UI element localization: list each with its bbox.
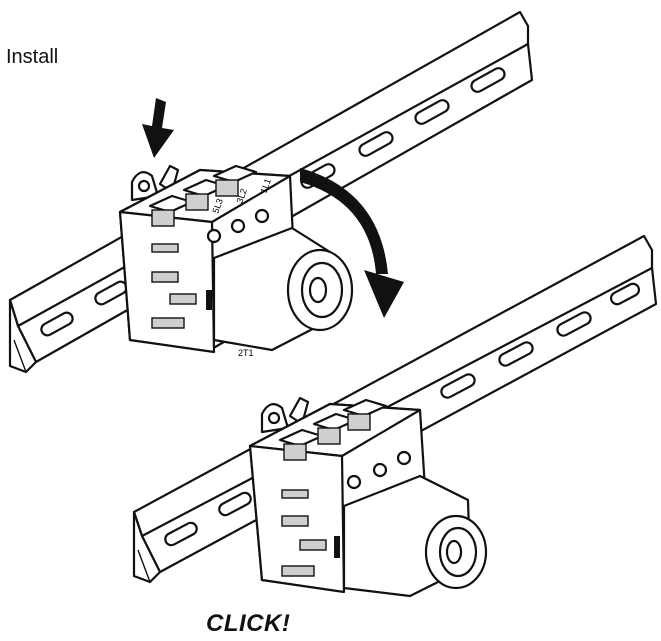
front-panel-bottom (281, 450, 412, 577)
click-label: CLICK! (206, 610, 291, 637)
front-panel-top: 5L3 3L2 1L1 2T1 (151, 177, 273, 358)
install-label: Install (6, 46, 59, 68)
switch-bottom (248, 396, 488, 598)
rotate-arrow-icon (300, 168, 404, 318)
switch-top: 5L3 3L2 1L1 2T1 (118, 164, 354, 358)
down-arrow-icon (142, 98, 174, 158)
terminals-bottom (278, 398, 388, 461)
svg-text:1L1: 1L1 (258, 177, 273, 195)
svg-text:3L2: 3L2 (234, 187, 249, 205)
svg-text:2T1: 2T1 (238, 348, 254, 358)
svg-text:5L3: 5L3 (210, 197, 225, 215)
rail-slots-bottom (164, 282, 641, 547)
terminals-top (148, 164, 258, 227)
